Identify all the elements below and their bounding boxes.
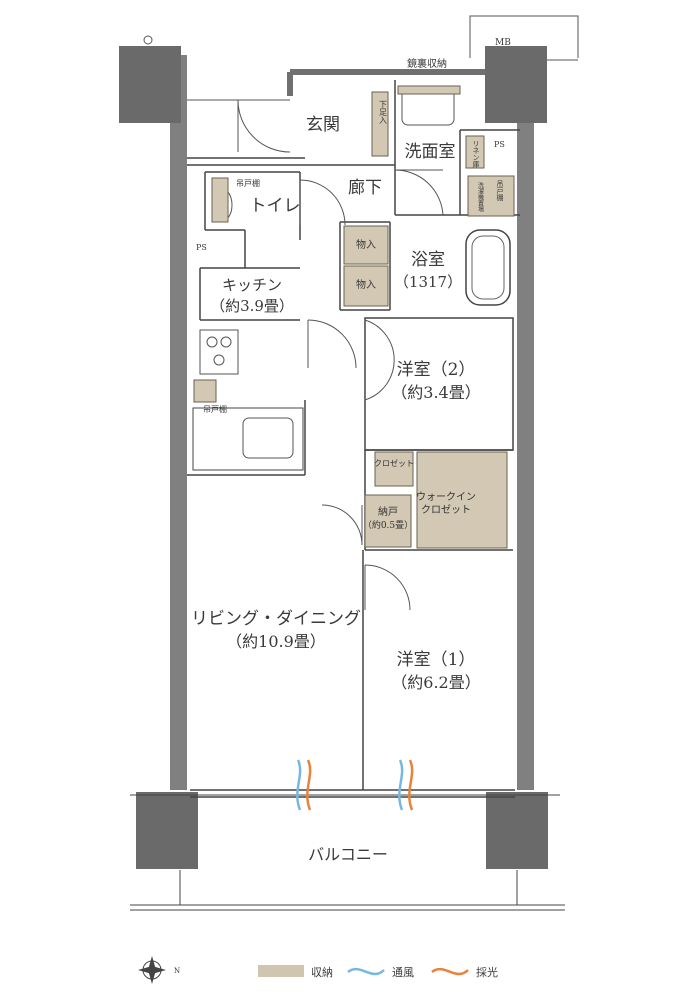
shoe-cabinet-label: 下足入 [379,100,388,124]
outer-walls [170,55,534,790]
storage-b [343,265,389,307]
room-living-dining: リビング・ダイニング [191,609,361,629]
compass [138,956,166,984]
room-kitchen: キッチン [222,276,282,294]
storage-room [364,494,412,548]
column-bottom-left [136,792,198,869]
kitchen-sink [242,417,294,459]
mb-box [469,15,579,61]
legend-storage-swatch [258,965,304,977]
room-balcony: バルコニー [308,845,388,864]
storage-room-label: 納戸 [378,505,398,518]
window-lines [130,794,565,911]
legend-storage-label: 収納 [311,966,333,979]
walk-in-closet-label-1: ウォークイン [416,491,476,503]
room-western2: 洋室（2） [397,360,476,380]
room-living-dining-area: （約10.9畳） [226,632,326,651]
room-western1-area: （約6.2畳） [391,673,480,692]
column-top-left [119,46,181,123]
room-entrance: 玄関 [306,115,340,135]
storage-areas [193,85,515,549]
mirror-storage [397,85,461,95]
bathtub [465,229,511,306]
room-toilet: トイレ [250,196,301,216]
shoe-cabinet [371,91,389,157]
mb-label: MB [495,38,511,48]
room-western2-area: （約3.4畳） [391,383,480,402]
door-swings [299,169,444,611]
kitchen-shelf-label: 吊戸棚 [203,404,227,414]
room-corridor: 廊下 [348,178,382,198]
laundry-label: 洗濯機置場 [477,181,484,213]
legend-lighting-label: 採光 [476,965,498,979]
storage-room-area: （約0.5畳） [363,519,413,531]
ps-right-label: PS [494,140,505,149]
toilet-shelf [211,177,229,223]
legend-ventilation-swatch [347,967,385,976]
hanging-cabinet-label: 吊戸棚 [496,180,504,202]
closet [374,451,414,487]
laundry-area [467,175,515,217]
marker-circle [143,35,153,45]
columns [119,46,548,869]
kitchen-shelf [193,379,217,403]
linen-cabinet [465,135,485,169]
legend-ventilation-label: 通風 [392,966,414,979]
column-top-right [485,46,547,123]
room-kitchen-area: （約3.9畳） [210,297,294,315]
storage-a [343,225,389,265]
entrance-door-swing [237,99,291,153]
room-bathroom: 浴室 [411,250,445,270]
compass-label: N [174,967,180,975]
ps-left-label: PS [196,243,207,252]
storage-b-label: 物入 [356,278,376,291]
room-washroom: 洗面室 [405,142,456,162]
toilet-shelf-label: 吊戸棚 [236,178,260,188]
legend-lighting-swatch [431,967,469,976]
ventilation-marks [296,759,414,811]
linen-cabinet-label: リネン庫 [472,140,480,169]
stove [199,329,239,375]
walk-in-closet-label-2: クロゼット [421,504,471,516]
kitchen-counter [192,407,304,471]
closet-label: クロゼット [374,458,414,468]
column-bottom-right [486,792,548,869]
interior-walls [187,80,520,798]
entrance-walls [287,69,485,96]
mirror-storage-label: 鏡裏収納 [407,57,447,70]
room-bathroom-size: （1317） [394,273,462,291]
walk-in-closet [416,451,508,549]
room-western1: 洋室（1） [397,650,476,670]
storage-a-label: 物入 [356,238,376,251]
